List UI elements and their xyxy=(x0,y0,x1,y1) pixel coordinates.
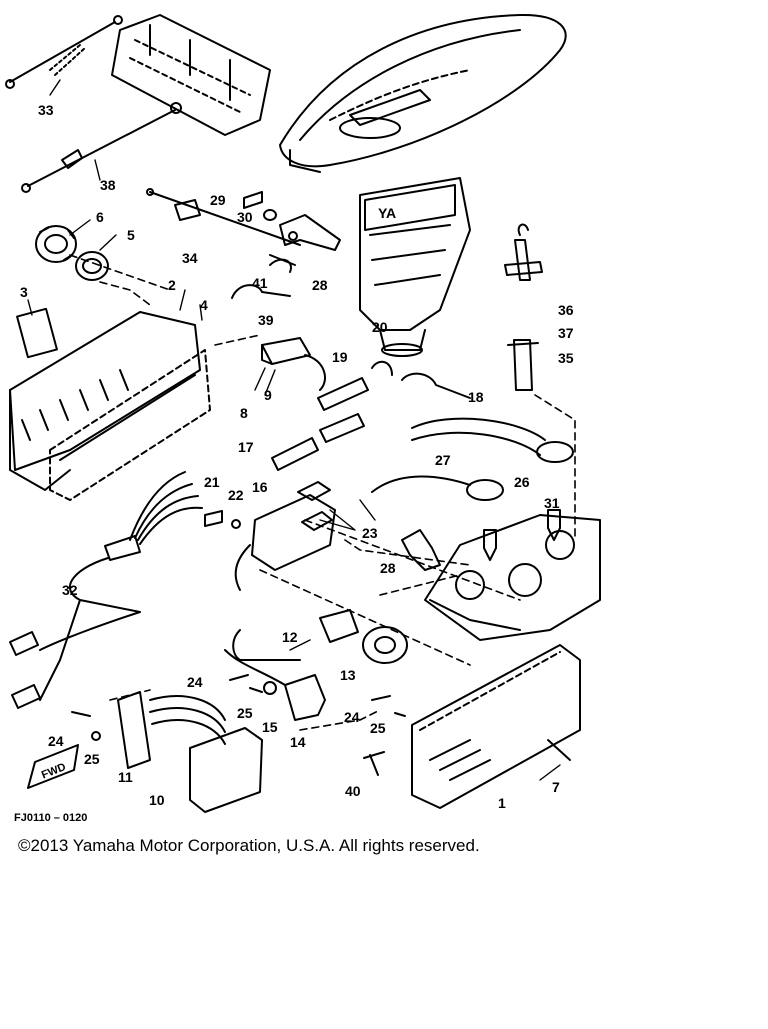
label-26: 26 xyxy=(514,474,530,490)
label-30: 30 xyxy=(237,209,253,225)
ring-5 xyxy=(75,251,109,281)
screw-21 xyxy=(204,510,223,527)
bolt-24b xyxy=(371,695,391,701)
tubes xyxy=(271,377,369,471)
label-27: 27 xyxy=(435,452,451,468)
label-10: 10 xyxy=(149,792,165,808)
label-20: 20 xyxy=(372,319,388,335)
label-24-b: 24 xyxy=(344,709,360,725)
copyright-notice: ©2013 Yamaha Motor Corporation, U.S.A. A… xyxy=(18,836,480,855)
ignition-coil-16 xyxy=(234,481,336,591)
bolt-24 xyxy=(229,674,249,681)
cable-33 xyxy=(5,15,123,89)
linkage-34 xyxy=(146,188,301,246)
label-12: 12 xyxy=(282,629,298,645)
gasket-3 xyxy=(16,307,58,359)
clamp-20 xyxy=(371,360,393,376)
routing-lines xyxy=(69,254,576,731)
electrical-box xyxy=(9,311,211,501)
bolt-29 xyxy=(243,191,263,209)
clamp-39 xyxy=(231,284,291,299)
engine-column: YA xyxy=(359,177,471,357)
label-8: 8 xyxy=(240,405,248,421)
label-9: 9 xyxy=(264,387,272,403)
label-6: 6 xyxy=(96,209,104,225)
label-3: 3 xyxy=(20,284,28,300)
label-19: 19 xyxy=(332,349,348,365)
sensor-assembly xyxy=(504,223,543,391)
washer-30 xyxy=(263,209,277,221)
label-24-a: 24 xyxy=(187,674,203,690)
engine-hood xyxy=(111,14,271,136)
clamp-18 xyxy=(401,372,471,399)
label-25-a: 25 xyxy=(237,705,253,721)
relay-12 xyxy=(232,609,359,661)
label-31: 31 xyxy=(544,495,560,511)
fwd-arrow: FWD xyxy=(27,744,79,789)
label-39: 39 xyxy=(258,312,274,328)
label-28-top: 28 xyxy=(312,277,328,293)
component-13 xyxy=(362,626,408,664)
figure-code: FJ0110 – 0120 xyxy=(14,812,87,824)
spark-plug-31 xyxy=(483,509,561,561)
label-21: 21 xyxy=(204,474,220,490)
label-7: 7 xyxy=(552,779,560,795)
label-22: 22 xyxy=(228,487,244,503)
cable-38 xyxy=(21,102,182,193)
label-5: 5 xyxy=(127,227,135,243)
label-13: 13 xyxy=(340,667,356,683)
label-1: 1 xyxy=(498,795,506,811)
label-25-c: 25 xyxy=(84,751,100,767)
label-35: 35 xyxy=(558,350,574,366)
label-40: 40 xyxy=(345,783,361,799)
label-17: 17 xyxy=(238,439,254,455)
label-36: 36 xyxy=(558,302,574,318)
bracket-28-lower xyxy=(401,529,441,571)
electrical-box-1 xyxy=(411,644,581,809)
label-23: 23 xyxy=(362,525,378,541)
wire-harness-32 xyxy=(9,471,203,709)
washer-25 xyxy=(249,687,263,693)
label-37: 37 xyxy=(558,325,574,341)
label-28-lower: 28 xyxy=(380,560,396,576)
label-32: 32 xyxy=(62,582,78,598)
part-labels: 33 38 29 30 6 5 34 41 28 3 2 4 39 20 19 … xyxy=(14,102,574,824)
watercraft-hull xyxy=(279,13,567,173)
label-34: 34 xyxy=(182,250,198,266)
screw-7 xyxy=(547,739,571,761)
bolt-40 xyxy=(363,751,385,776)
label-25-b: 25 xyxy=(370,720,386,736)
label-18: 18 xyxy=(468,389,484,405)
spark-leads xyxy=(371,417,574,501)
washer-15 xyxy=(263,681,277,695)
clamp-41 xyxy=(269,258,292,273)
fuse-holder-9 xyxy=(261,337,326,391)
bolt-24c xyxy=(71,711,91,717)
label-14: 14 xyxy=(290,734,306,750)
svg-text:YA: YA xyxy=(378,205,396,221)
washer-25c xyxy=(91,731,101,741)
label-2: 2 xyxy=(168,277,176,293)
washer-25b xyxy=(394,712,406,717)
cap-6 xyxy=(35,225,77,263)
label-16: 16 xyxy=(252,479,268,495)
label-24-c: 24 xyxy=(48,733,64,749)
washer-22 xyxy=(231,519,241,529)
label-38: 38 xyxy=(100,177,116,193)
label-41: 41 xyxy=(252,275,268,291)
cylinder-base xyxy=(424,514,601,641)
label-11: 11 xyxy=(118,769,133,785)
rectifier-11 xyxy=(117,691,226,769)
bracket-28-top xyxy=(269,214,341,266)
leader-lines xyxy=(27,79,561,781)
label-33: 33 xyxy=(38,102,54,118)
component-14 xyxy=(224,649,326,721)
label-4: 4 xyxy=(200,297,208,313)
box-10 xyxy=(189,727,263,813)
label-15: 15 xyxy=(262,719,278,735)
label-29: 29 xyxy=(210,192,226,208)
